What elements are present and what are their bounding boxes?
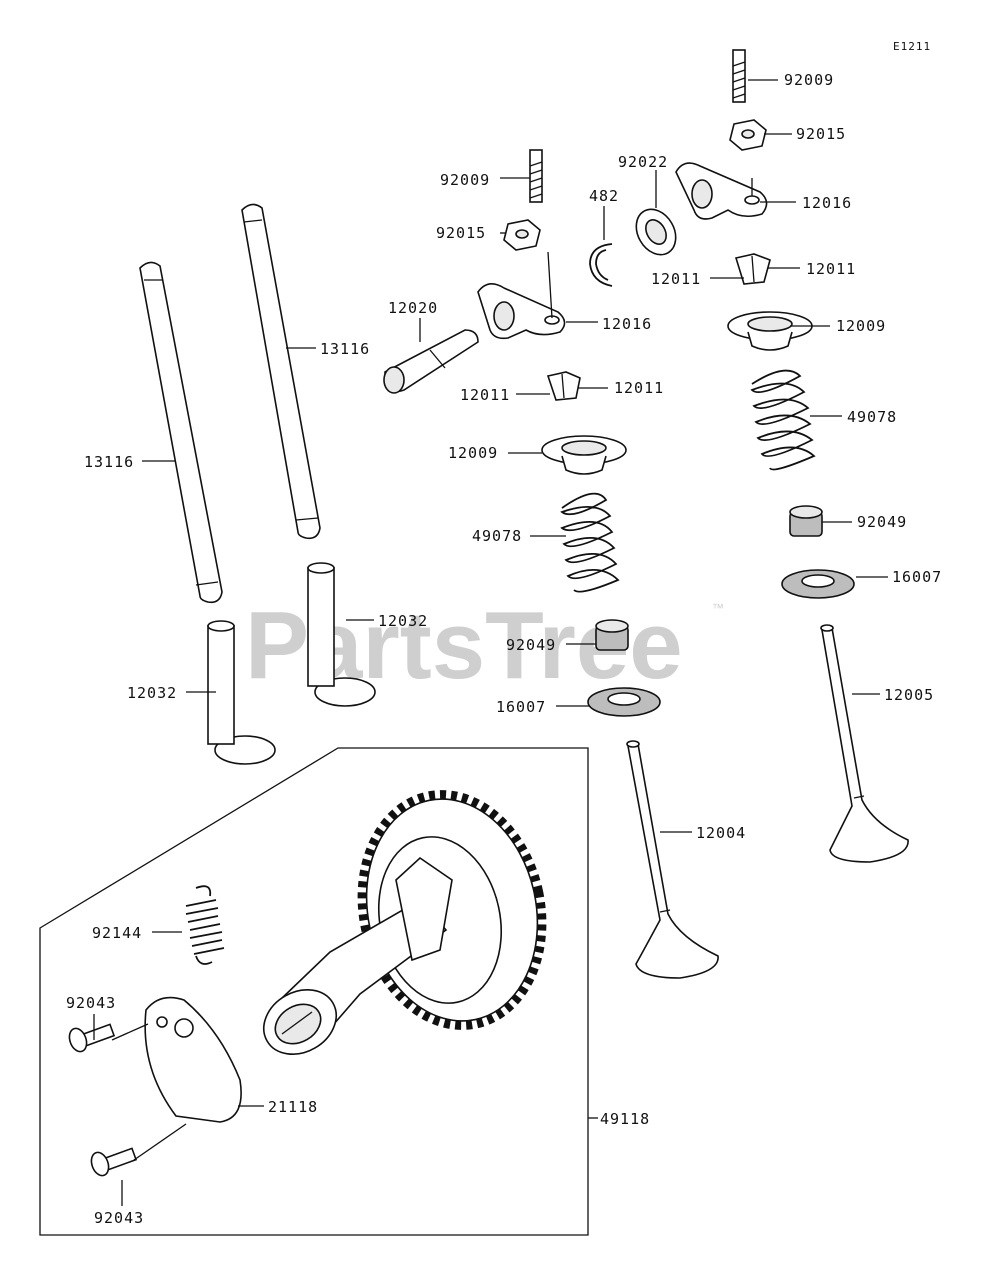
intake-valve[interactable] — [626, 740, 719, 979]
callout-12011-left-b: 12011 — [614, 379, 664, 397]
bolt-upper[interactable] — [66, 1023, 116, 1054]
push-rod-right[interactable] — [241, 203, 321, 540]
callout-92144: 92144 — [92, 924, 142, 942]
callout-12011-right-b: 12011 — [806, 260, 856, 278]
spring-seat-right[interactable] — [781, 569, 855, 599]
collet-right[interactable] — [734, 253, 771, 285]
callout-92022: 92022 — [618, 153, 668, 171]
callout-12016-right: 12016 — [802, 194, 852, 212]
callout-13116-left: 13116 — [84, 453, 134, 471]
callout-12004: 12004 — [696, 824, 746, 842]
governor-spring[interactable] — [185, 885, 225, 965]
diagram-ref: E1211 — [893, 40, 931, 53]
valve-spring-left[interactable] — [560, 492, 620, 593]
callout-12009-left: 12009 — [448, 444, 498, 462]
callout-16007-left: 16007 — [496, 698, 546, 716]
adjust-screw-right[interactable] — [732, 49, 746, 103]
rocker-shaft[interactable] — [383, 329, 479, 394]
leader-lines — [93, 79, 888, 1206]
callout-92043-lower: 92043 — [94, 1209, 144, 1227]
watermark-trademark: ™ — [712, 601, 724, 615]
callout-49078-left: 49078 — [472, 527, 522, 545]
circlip[interactable] — [589, 243, 613, 287]
tappet-left[interactable] — [207, 620, 276, 765]
callout-12032-left: 12032 — [127, 684, 177, 702]
callout-12011-right-a: 12011 — [651, 270, 701, 288]
callout-92015-right: 92015 — [796, 125, 846, 143]
callout-49078-right: 49078 — [847, 408, 897, 426]
camshaft-assembly-box — [39, 747, 589, 1236]
callout-92049-right: 92049 — [857, 513, 907, 531]
push-rod-left[interactable] — [139, 261, 223, 604]
retainer-right[interactable] — [727, 311, 813, 351]
callout-92015-left: 92015 — [436, 224, 486, 242]
callout-12016-left: 12016 — [602, 315, 652, 333]
decompressor-plate[interactable] — [144, 996, 242, 1123]
callout-21118: 21118 — [268, 1098, 318, 1116]
callout-92009-right: 92009 — [784, 71, 834, 89]
callout-12009-right: 12009 — [836, 317, 886, 335]
camshaft-gear[interactable] — [342, 778, 562, 1042]
rocker-arm-right[interactable] — [675, 162, 768, 220]
lock-nut-right[interactable] — [729, 119, 767, 151]
callout-13116-right: 13116 — [320, 340, 370, 358]
callout-12005: 12005 — [884, 686, 934, 704]
callout-16007-right: 16007 — [892, 568, 942, 586]
callout-49118: 49118 — [600, 1110, 650, 1128]
tappet-right[interactable] — [307, 562, 376, 707]
stem-seal-left[interactable] — [595, 619, 629, 651]
callout-92043-upper: 92043 — [66, 994, 116, 1012]
rocker-arm-left[interactable] — [477, 283, 566, 340]
retainer-left[interactable] — [541, 435, 627, 475]
washer[interactable] — [628, 202, 683, 262]
collet-left[interactable] — [546, 371, 581, 401]
exhaust-valve[interactable] — [820, 624, 909, 863]
callout-12011-left-a: 12011 — [460, 386, 510, 404]
lock-nut-left[interactable] — [503, 219, 541, 251]
callout-12032-right: 12032 — [378, 612, 428, 630]
callout-482: 482 — [589, 187, 619, 205]
callout-12020: 12020 — [388, 299, 438, 317]
valve-spring-right[interactable] — [750, 369, 816, 471]
camshaft[interactable] — [252, 856, 453, 1067]
stem-seal-right[interactable] — [789, 505, 823, 537]
callout-92049-left: 92049 — [506, 636, 556, 654]
bolt-lower[interactable] — [88, 1147, 138, 1178]
callout-92009-left: 92009 — [440, 171, 490, 189]
spring-seat-left[interactable] — [587, 687, 661, 717]
adjust-screw-left[interactable] — [529, 149, 543, 203]
